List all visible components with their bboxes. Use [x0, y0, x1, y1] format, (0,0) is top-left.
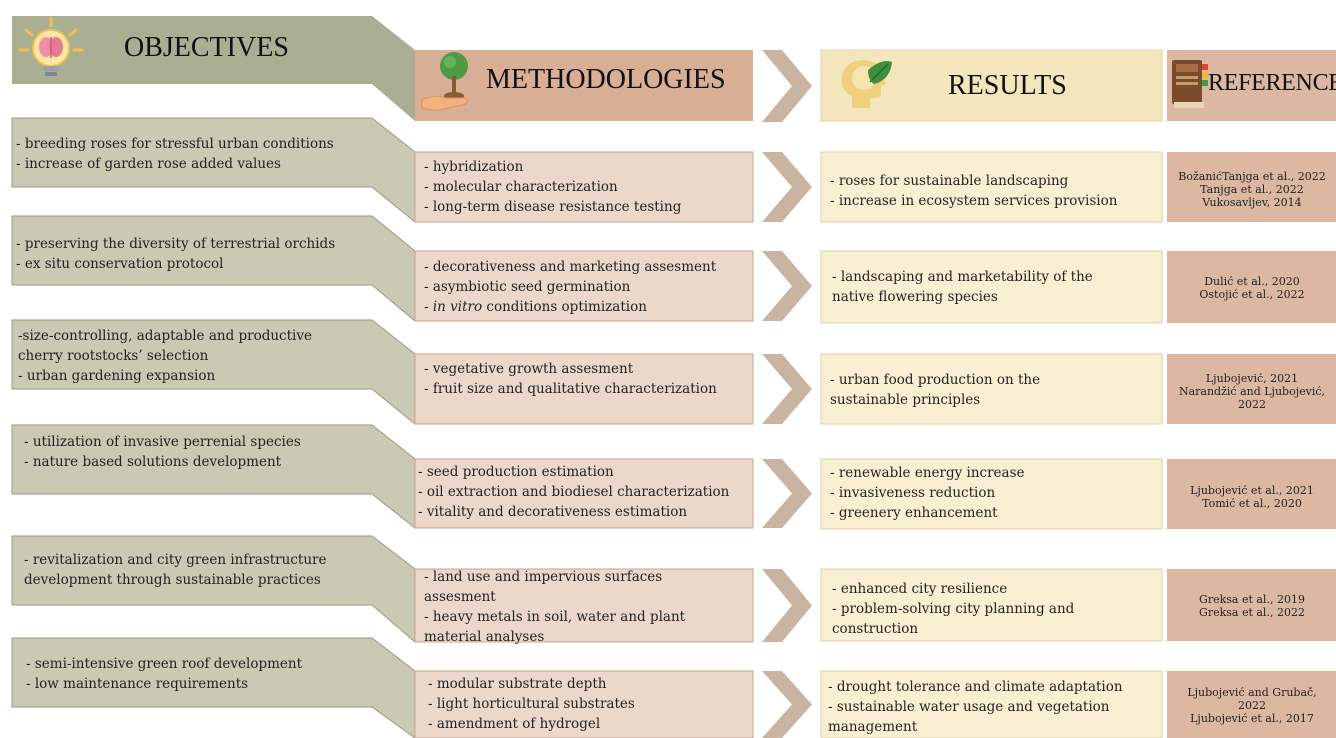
- methodology-box-4: [414, 458, 754, 529]
- chevron-arrow-1: [762, 152, 812, 222]
- result-text-2: - landscaping and marketability of the n…: [832, 269, 1093, 305]
- methodology-text-2: - decorativeness and marketing assesment…: [424, 257, 758, 317]
- lightbulb-brain-icon: [18, 16, 84, 82]
- chevron-arrow-5: [762, 569, 812, 642]
- reference-text-3: Ljubojević, 2021 Narandžić and Ljubojevi…: [1178, 371, 1326, 411]
- result-box-4: [820, 458, 1163, 530]
- chevron-arrow-2: [762, 251, 812, 321]
- result-box-3: [820, 353, 1163, 425]
- methodology-text-6: - modular substrate depth - light hortic…: [428, 676, 635, 732]
- methodology-box-6: [414, 670, 754, 738]
- chevron-arrow-4: [762, 459, 812, 528]
- reference-header-title: REFERENCE: [1208, 70, 1336, 96]
- objective-text-3: -size-controlling, adaptable and product…: [18, 328, 312, 384]
- methodology-2-line-3-tail: conditions optimization: [482, 299, 647, 315]
- result-text-5: - enhanced city resilience - problem-sol…: [832, 581, 1075, 637]
- reference-box-6: [1167, 671, 1336, 738]
- reference-text-6: Ljubojević and Grubač, 2022 Ljubojević e…: [1187, 685, 1317, 725]
- reference-text-4: Ljubojević et al., 2021 Tomić et al., 20…: [1190, 484, 1314, 510]
- objectives-header-box: [12, 16, 415, 121]
- reference-box-3: [1167, 354, 1336, 424]
- result-text-4: - renewable energy increase - invasivene…: [830, 465, 1025, 521]
- methodology-box-1: [414, 151, 754, 223]
- header-chevron-arrow: [762, 50, 812, 122]
- books-icon: [1170, 58, 1210, 110]
- tree-in-hand-icon: [420, 50, 476, 114]
- in-vitro-italic: in vitro: [432, 299, 483, 315]
- result-box-2: [820, 250, 1163, 324]
- objective-text-2: - preserving the diversity of terrestria…: [16, 236, 336, 272]
- methodologies-header-box: [415, 50, 753, 121]
- chevron-arrow-3: [762, 354, 812, 424]
- result-text-3: - urban food production on the sustainab…: [830, 372, 1041, 408]
- methodology-2-line-2: - asymbiotic seed germination: [424, 279, 631, 295]
- result-text-1: - roses for sustainable landscaping - in…: [830, 173, 1118, 209]
- chevron-arrow-6: [762, 671, 812, 738]
- methodology-box-5: [414, 568, 754, 643]
- reference-box-1: [1167, 152, 1336, 222]
- methodology-text-4: - seed production estimation - oil extra…: [418, 464, 730, 520]
- objective-text-5: - revitalization and city green infrastr…: [24, 552, 327, 588]
- result-box-6: [820, 670, 1163, 738]
- objective-text-6: - semi-intensive green roof development …: [26, 656, 303, 692]
- reference-text-5: Greksa et al., 2019 Greksa et al., 2022: [1199, 593, 1305, 619]
- methodology-box-3: [414, 353, 754, 425]
- objective-box-6: [11, 637, 416, 738]
- result-box-5: [820, 568, 1163, 642]
- reference-text-1: BožanićTanjga et al., 2022 Tanjga et al.…: [1178, 169, 1326, 209]
- reference-text-2: Dulić et al., 2020 Ostojić et al., 2022: [1199, 275, 1305, 301]
- methodologies-header-title: METHODOLOGIES: [486, 64, 726, 95]
- methodology-2-line-3: - in vitro conditions optimization: [424, 299, 647, 315]
- methodology-text-1: - hybridization - molecular characteriza…: [424, 159, 682, 215]
- objective-text-1: - breeding roses for stressful urban con…: [16, 136, 334, 172]
- objective-text-4: - utilization of invasive perrenial spec…: [24, 434, 301, 470]
- results-header-title: RESULTS: [948, 70, 1067, 101]
- reference-box-2: [1167, 251, 1336, 323]
- methodology-2-line-1: - decorativeness and marketing assesment: [424, 259, 717, 275]
- result-box-1: [820, 151, 1163, 223]
- methodology-text-3: - vegetative growth assesment - fruit si…: [424, 361, 717, 397]
- head-with-leaf-icon: [838, 56, 894, 112]
- methodology-text-5: - land use and impervious surfaces asses…: [424, 569, 686, 645]
- result-text-6: - drought tolerance and climate adaptati…: [828, 679, 1123, 735]
- reference-box-4: [1167, 459, 1336, 529]
- objectives-header-title: OBJECTIVES: [124, 32, 289, 63]
- methodology-box-2: [414, 250, 754, 322]
- reference-box-5: [1167, 569, 1336, 641]
